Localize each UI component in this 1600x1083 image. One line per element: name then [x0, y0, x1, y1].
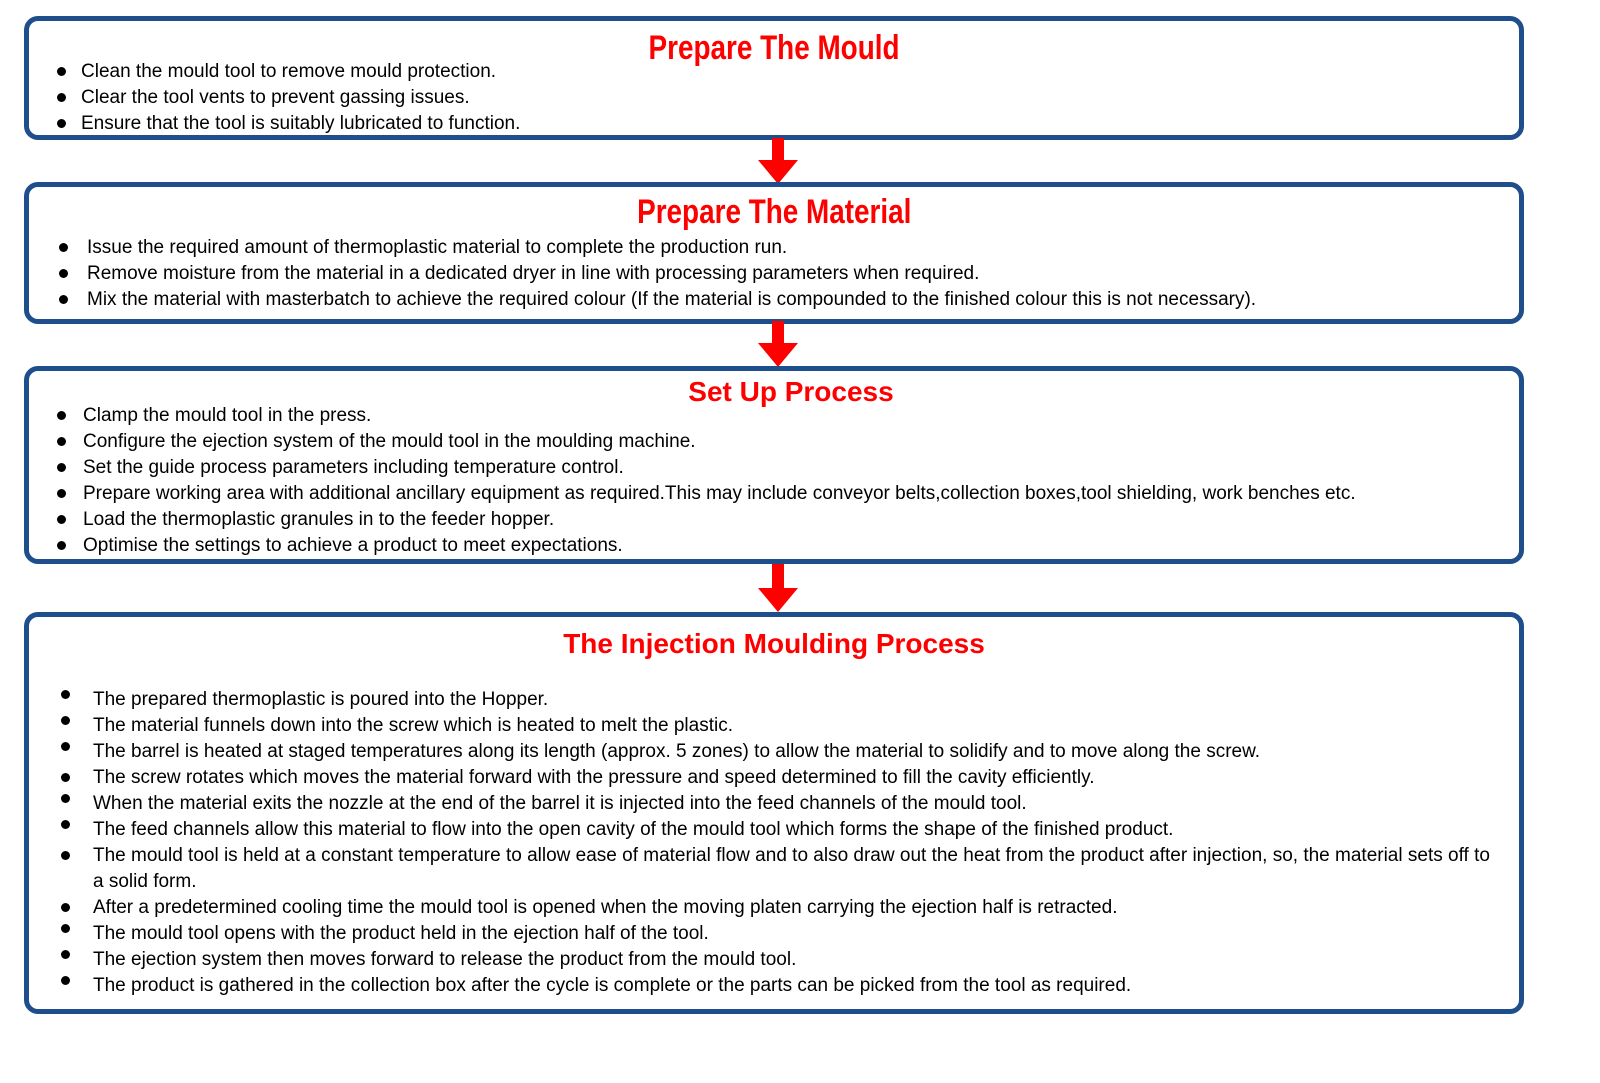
- list-item: Set the guide process parameters includi…: [57, 455, 1356, 481]
- bullet-icon: [57, 489, 66, 498]
- list-item: Clear the tool vents to prevent gassing …: [57, 85, 520, 111]
- list-item: The feed channels allow this material to…: [59, 817, 1499, 843]
- bullet-icon: [57, 93, 66, 102]
- list-item: The screw rotates which moves the materi…: [59, 765, 1499, 791]
- bullet-icon: [57, 119, 66, 128]
- list-item: The ejection system then moves forward t…: [59, 947, 1499, 973]
- bullet-icon: [57, 541, 66, 550]
- list-item: After a predetermined cooling time the m…: [59, 895, 1499, 921]
- list-item: The mould tool is held at a constant tem…: [59, 843, 1493, 895]
- list-item: The barrel is heated at staged temperatu…: [59, 739, 1499, 765]
- list-item: Remove moisture from the material in a d…: [57, 261, 1256, 287]
- bullet-icon: [61, 950, 70, 959]
- bullet-icon: [57, 463, 66, 472]
- step-bullet-list: Clamp the mould tool in the press. Confi…: [57, 403, 1356, 559]
- bullet-icon: [59, 269, 68, 278]
- bullet-icon: [61, 851, 70, 860]
- list-item: Mix the material with masterbatch to ach…: [57, 287, 1256, 313]
- down-arrow-icon: [758, 138, 798, 184]
- list-item: Configure the ejection system of the mou…: [57, 429, 1356, 455]
- bullet-icon: [61, 716, 70, 725]
- step-box-prepare-mould: Prepare The Mould Clean the mould tool t…: [24, 16, 1524, 140]
- bullet-icon: [61, 924, 70, 933]
- bullet-icon: [61, 690, 70, 699]
- list-item: Optimise the settings to achieve a produ…: [57, 533, 1356, 559]
- step-title: Prepare The Mould: [648, 29, 900, 67]
- down-arrow-icon: [758, 564, 798, 612]
- step-title: Prepare The Material: [636, 193, 912, 231]
- step-title: Set Up Process: [688, 376, 894, 407]
- step-box-set-up-process: Set Up Process Clamp the mould tool in t…: [24, 366, 1524, 564]
- bullet-icon: [57, 411, 66, 420]
- list-item: Prepare working area with additional anc…: [57, 481, 1356, 507]
- step-box-prepare-material: Prepare The Material Issue the required …: [24, 182, 1524, 324]
- bullet-icon: [61, 742, 70, 751]
- list-item: Clamp the mould tool in the press.: [57, 403, 1356, 429]
- bullet-icon: [57, 437, 66, 446]
- list-item: Ensure that the tool is suitably lubrica…: [57, 111, 520, 137]
- step-box-injection-moulding-process: The Injection Moulding Process The prepa…: [24, 612, 1524, 1014]
- list-item: Issue the required amount of thermoplast…: [57, 235, 1256, 261]
- step-title: The Injection Moulding Process: [563, 628, 985, 659]
- list-item: Load the thermoplastic granules in to th…: [57, 507, 1356, 533]
- step-bullet-list: Clean the mould tool to remove mould pro…: [57, 59, 520, 137]
- bullet-icon: [61, 976, 70, 985]
- list-item: The material funnels down into the screw…: [59, 713, 1499, 739]
- bullet-icon: [59, 295, 68, 304]
- step-bullet-list: Issue the required amount of thermoplast…: [57, 235, 1256, 313]
- list-item: The mould tool opens with the product he…: [59, 921, 1499, 947]
- bullet-icon: [57, 515, 66, 524]
- list-item: When the material exits the nozzle at th…: [59, 791, 1499, 817]
- bullet-icon: [61, 794, 70, 803]
- bullet-icon: [61, 773, 70, 782]
- list-item: The prepared thermoplastic is poured int…: [59, 687, 1499, 713]
- bullet-icon: [61, 820, 70, 829]
- bullet-icon: [57, 67, 66, 76]
- down-arrow-icon: [758, 321, 798, 367]
- step-bullet-list: The prepared thermoplastic is poured int…: [59, 687, 1499, 999]
- list-item: The product is gathered in the collectio…: [59, 973, 1499, 999]
- list-item: Clean the mould tool to remove mould pro…: [57, 59, 520, 85]
- bullet-icon: [59, 243, 68, 252]
- bullet-icon: [61, 903, 70, 912]
